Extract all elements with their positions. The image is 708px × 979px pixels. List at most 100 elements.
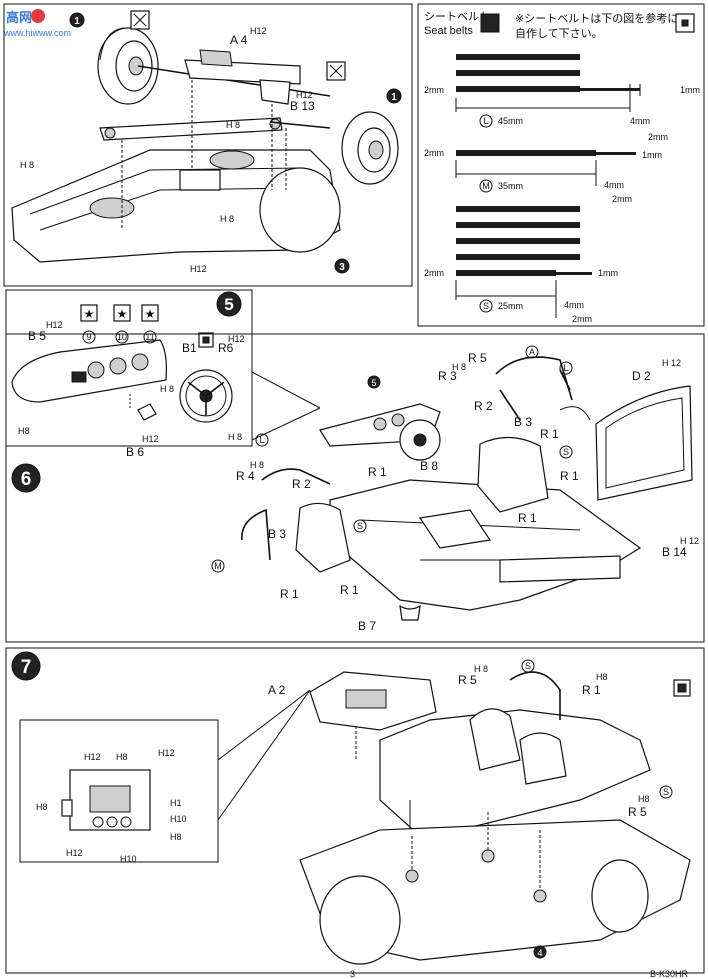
step-5-badge [216,291,242,317]
svg-text:2mm: 2mm [424,148,444,158]
svg-text:★: ★ [84,307,95,321]
watermark-icon [31,9,45,23]
svg-text:H8: H8 [116,752,128,762]
svg-text:H 8: H 8 [250,460,264,470]
chassis-floor [11,149,341,263]
svg-text:H8: H8 [596,672,608,682]
svg-text:1mm: 1mm [680,85,700,95]
rear-shelf [499,555,621,583]
svg-text:H12: H12 [46,320,63,330]
label-a4: A 4 [230,33,248,47]
svg-text:4mm: 4mm [604,180,624,190]
svg-text:R 4: R 4 [236,469,255,483]
seat-left [295,502,351,573]
svg-text:1mm: 1mm [598,268,618,278]
svg-text:A 2: A 2 [268,683,286,697]
svg-text:B 3: B 3 [514,415,532,429]
svg-text:H 8: H 8 [220,214,234,224]
cockpit-tub [329,479,642,611]
seat-7a [469,708,521,771]
door-frame [595,385,693,501]
svg-text:H12: H12 [250,26,267,36]
svg-text:H8: H8 [170,832,182,842]
svg-text:1: 1 [391,92,397,103]
cutting-icon [480,13,500,33]
svg-text:H1: H1 [170,798,182,808]
seat-right [477,436,549,513]
svg-text:H12: H12 [296,90,313,100]
svg-text:S: S [525,661,531,671]
svg-text:★: ★ [117,307,128,321]
svg-text:6: 6 [21,469,32,490]
svg-text:H12: H12 [66,848,83,858]
svg-text:R 1: R 1 [518,511,537,525]
body-tub [379,709,651,837]
svg-text:2mm: 2mm [572,314,592,324]
svg-text:R 2: R 2 [474,399,493,413]
svg-text:2mm: 2mm [612,194,632,204]
svg-text:5: 5 [224,295,233,314]
svg-text:9: 9 [86,332,91,342]
seatbelt-title-en: Seat belts [424,25,473,37]
svg-text:H12: H12 [142,434,159,444]
svg-text:H 12: H 12 [662,358,681,368]
svg-text:H10: H10 [120,854,137,864]
svg-text:H10: H10 [170,814,187,824]
axle-assembly [99,49,331,141]
svg-text:R 5: R 5 [468,351,487,365]
svg-text:R 3: R 3 [438,369,457,383]
svg-text:B 14: B 14 [662,545,687,559]
wheel-right [341,111,399,185]
svg-text:B 6: B 6 [126,445,144,459]
svg-text:2mm: 2mm [648,132,668,142]
seat-7b [519,732,567,785]
rear-wheel [591,859,649,933]
svg-text:R6: R6 [218,341,234,355]
svg-text:3: 3 [339,262,345,273]
seatbelt-note-2: 自作して下さい。 [515,27,603,40]
svg-text:R 1: R 1 [280,587,299,601]
svg-text:H 8: H 8 [226,120,240,130]
svg-text:H 8: H 8 [228,432,242,442]
svg-text:H 12: H 12 [680,536,699,546]
svg-text:H12: H12 [158,748,175,758]
svg-text:L: L [259,435,264,445]
svg-text:R 1: R 1 [582,683,601,697]
callout-1a [69,12,85,28]
svg-text:B 5: B 5 [28,329,46,343]
panel-seat-belts: シートベルト Seat belts ※シートベルトは下の図を参考に 自作して下さ… [417,3,705,327]
svg-text:★: ★ [145,307,156,321]
svg-text:D 2: D 2 [632,369,651,383]
seatbelt-note-1: ※シートベルトは下の図を参考に [515,11,678,25]
svg-text:R 1: R 1 [540,427,559,441]
svg-text:L: L [483,116,488,126]
svg-text:H12: H12 [84,752,101,762]
svg-text:1mm: 1mm [642,150,662,160]
step-7: 7 H12 H8 H12 H8 H1 H10 H8 H12 H10 4 [5,647,705,974]
svg-text:M: M [482,181,490,191]
callout-3 [334,258,350,274]
wheel-left [97,27,159,105]
svg-text:A: A [529,347,535,357]
rollbar [509,671,561,720]
svg-text:S: S [483,301,489,311]
part-b7 [399,604,421,621]
engine-detail-inset [19,719,219,863]
svg-text:45mm: 45mm [498,116,523,126]
belt-group-m: 2mm 1mm M 35mm 4mm 2mm [424,148,662,204]
svg-text:H8: H8 [638,794,650,804]
svg-text:4mm: 4mm [630,116,650,126]
svg-text:11: 11 [145,332,154,342]
callout-1b [386,88,402,104]
svg-text:R 1: R 1 [560,469,579,483]
front-wheel [319,875,401,965]
svg-text:R 1: R 1 [368,465,387,479]
svg-text:B 8: B 8 [420,459,438,473]
guide-lines [121,80,287,230]
svg-text:25mm: 25mm [498,301,523,311]
svg-text:H 8: H 8 [20,160,34,170]
svg-text:S: S [663,787,669,797]
svg-text:2mm: 2mm [424,85,444,95]
svg-text:H 8: H 8 [474,664,488,674]
belt-group-s: 2mm 1mm S 25mm 4mm 2mm [424,206,618,324]
